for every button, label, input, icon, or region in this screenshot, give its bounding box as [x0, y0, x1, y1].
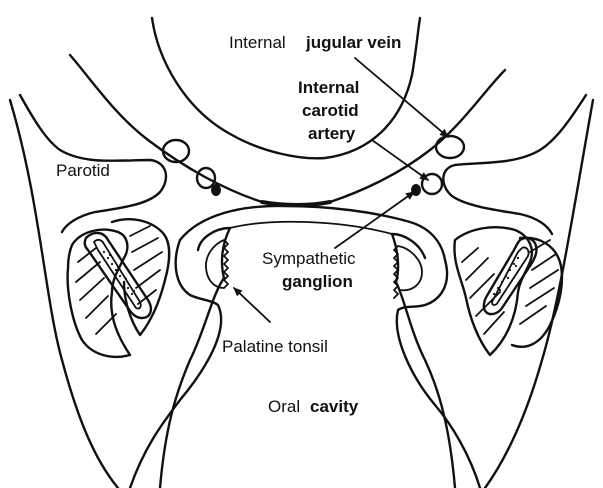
label-parotid: Parotid — [56, 161, 110, 180]
leader-jugular-vein — [355, 58, 448, 137]
leader-palatine-tonsil — [234, 288, 270, 322]
right-pharyngeal-lateral-wall — [397, 260, 480, 488]
oral-cavity-outline-right — [392, 234, 455, 488]
label-internal-jugular-vein-a: Internal — [229, 33, 286, 52]
left-lateral-muscles — [68, 219, 170, 357]
right-internal-jugular-vein — [436, 136, 464, 158]
left-sympathetic-ganglion — [211, 184, 221, 196]
oral-cavity-outline-left — [160, 228, 230, 488]
leader-carotid-artery — [372, 140, 428, 180]
right-lateral-muscles — [454, 227, 562, 355]
label-sympathetic-1: Sympathetic — [262, 249, 356, 268]
right-sympathetic-ganglion — [411, 184, 421, 196]
label-internal-carotid-1: Internal — [298, 78, 359, 97]
prevertebral-fascia — [262, 202, 330, 205]
right-outer-neck-outline — [485, 100, 593, 488]
left-palatine-tonsil — [206, 240, 228, 288]
label-oral-cavity-a: Oral — [268, 397, 300, 416]
label-internal-carotid-2: carotid — [302, 101, 359, 120]
label-palatine-tonsil: Palatine tonsil — [222, 337, 328, 356]
left-outer-neck-outline — [10, 100, 118, 488]
oral-cavity-roof-inner — [230, 222, 392, 234]
label-internal-jugular-vein-b: jugular vein — [305, 33, 401, 52]
label-internal-carotid-3: artery — [308, 124, 356, 143]
label-oral-cavity-b: cavity — [310, 397, 359, 416]
label-sympathetic-2: ganglion — [282, 272, 353, 291]
